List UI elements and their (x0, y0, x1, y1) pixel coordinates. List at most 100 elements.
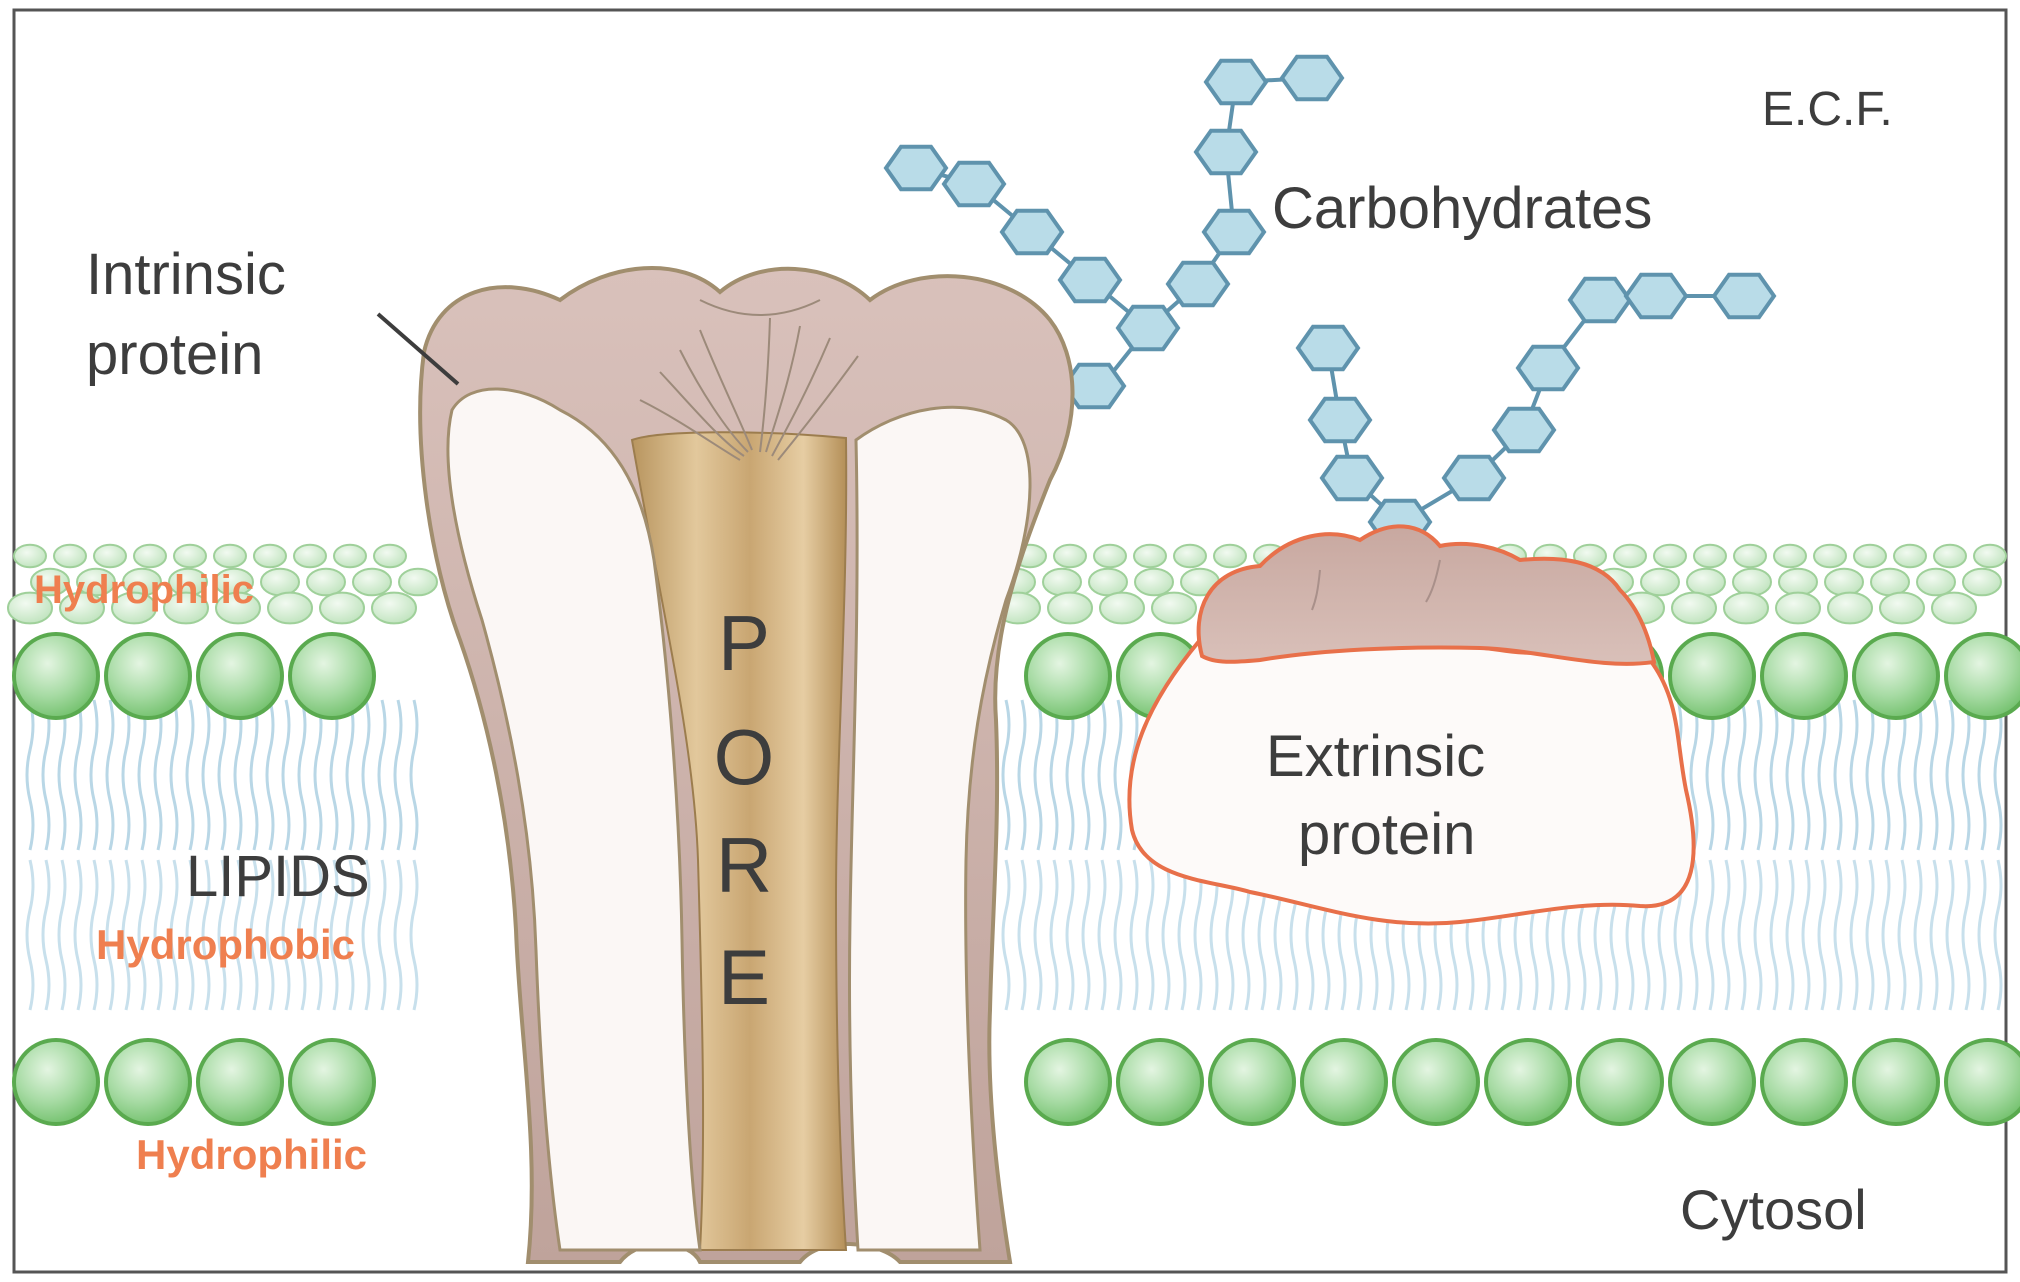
lipid-head (1089, 569, 1127, 596)
lipid-head (1814, 545, 1846, 567)
lipids-label: LIPIDS (186, 848, 370, 906)
lipid-head (1828, 593, 1872, 624)
lipid-head (1054, 545, 1086, 567)
sugar-ring (1570, 279, 1630, 322)
lipid-head (1134, 545, 1166, 567)
lipid-head (1641, 569, 1679, 596)
sugar-ring (1196, 131, 1256, 174)
lipid-head (399, 569, 437, 596)
lipid-head (1043, 569, 1081, 596)
lipid-head (254, 545, 286, 567)
sugar-ring (1060, 259, 1120, 302)
lipid-head (1734, 545, 1766, 567)
sugar-ring (1310, 399, 1370, 442)
lipid-head (1774, 545, 1806, 567)
sugar-ring (1298, 327, 1358, 370)
extrinsic-protein-label-line1: Extrinsic (1266, 728, 1485, 786)
sugar-ring (1714, 275, 1774, 318)
lipid-head (290, 1040, 374, 1124)
sugar-ring (944, 163, 1004, 206)
pore-letter-e: E (718, 933, 770, 1021)
sugar-ring (1118, 307, 1178, 350)
lipid-head (1614, 545, 1646, 567)
lipid-head (1871, 569, 1909, 596)
lipid-head (54, 545, 86, 567)
sugar-ring (1168, 263, 1228, 306)
pore-letter-r: R (716, 821, 772, 909)
hydrophobic-label: Hydrophobic (96, 924, 355, 966)
lipid-head (106, 634, 190, 718)
lipid-head (1670, 634, 1754, 718)
lipid-head (307, 569, 345, 596)
lipid-head (214, 545, 246, 567)
lipid-head (1135, 569, 1173, 596)
lipid-head (1880, 593, 1924, 624)
lipid-head (1733, 569, 1771, 596)
extrinsic-protein-label-line2: protein (1298, 806, 1475, 864)
lipid-head (334, 545, 366, 567)
lipid-head (1934, 545, 1966, 567)
lipid-head (174, 545, 206, 567)
lipid-head (1894, 545, 1926, 567)
lipid-head (1854, 634, 1938, 718)
sugar-ring (1444, 457, 1504, 500)
lipid-head (1932, 593, 1976, 624)
lipid-head (1854, 545, 1886, 567)
lipid-head (1672, 593, 1716, 624)
sugar-ring (1494, 409, 1554, 452)
lipid-head (1486, 1040, 1570, 1124)
carbohydrates-label: Carbohydrates (1272, 180, 1652, 238)
lipid-head (1762, 1040, 1846, 1124)
lipid-head (94, 545, 126, 567)
lipid-head (1578, 1040, 1662, 1124)
lipid-head (1118, 1040, 1202, 1124)
intrinsic-protein-label-line1: Intrinsic (86, 246, 286, 304)
pore-letter-p: P (718, 599, 770, 687)
lipid-head (1100, 593, 1144, 624)
lipid-head (1762, 634, 1846, 718)
lipid-head (14, 545, 46, 567)
pore-letter-o: O (714, 713, 775, 801)
lipid-head (198, 634, 282, 718)
sugar-ring (1204, 211, 1264, 254)
sugar-ring (1002, 211, 1062, 254)
lipid-head (14, 1040, 98, 1124)
lipid-head (1694, 545, 1726, 567)
lipid-head (1917, 569, 1955, 596)
lipid-head (1724, 593, 1768, 624)
lipid-head (134, 545, 166, 567)
lipid-head (1974, 545, 2006, 567)
lipid-head (353, 569, 391, 596)
lipid-head (372, 593, 416, 624)
hydrophilic-top-label: Hydrophilic (34, 570, 254, 610)
lipid-head (1210, 1040, 1294, 1124)
lipid-head (290, 634, 374, 718)
lipid-head (1687, 569, 1725, 596)
sugar-ring (1282, 57, 1342, 100)
lipid-head (1779, 569, 1817, 596)
lipid-head (1152, 593, 1196, 624)
lipid-head (1670, 1040, 1754, 1124)
sugar-ring (1626, 275, 1686, 318)
intrinsic-protein-label-line2: protein (86, 326, 263, 384)
lipid-head (1048, 593, 1092, 624)
lipid-head (1302, 1040, 1386, 1124)
lipid-head (261, 569, 299, 596)
lipid-head (1174, 545, 1206, 567)
lipid-head (1654, 545, 1686, 567)
lipid-head (1026, 1040, 1110, 1124)
lipid-head (1946, 634, 2020, 718)
cytosol-label: Cytosol (1680, 1182, 1867, 1238)
lipid-head (198, 1040, 282, 1124)
lipid-head (294, 545, 326, 567)
hydrophilic-bottom-label: Hydrophilic (136, 1134, 367, 1176)
sugar-ring (1518, 347, 1578, 390)
lipid-head (1963, 569, 2001, 596)
lipid-head (1094, 545, 1126, 567)
lipid-head (1946, 1040, 2020, 1124)
ecf-label: E.C.F. (1762, 86, 1893, 134)
lipid-head (1394, 1040, 1478, 1124)
lipid-head (320, 593, 364, 624)
sugar-ring (1206, 61, 1266, 104)
